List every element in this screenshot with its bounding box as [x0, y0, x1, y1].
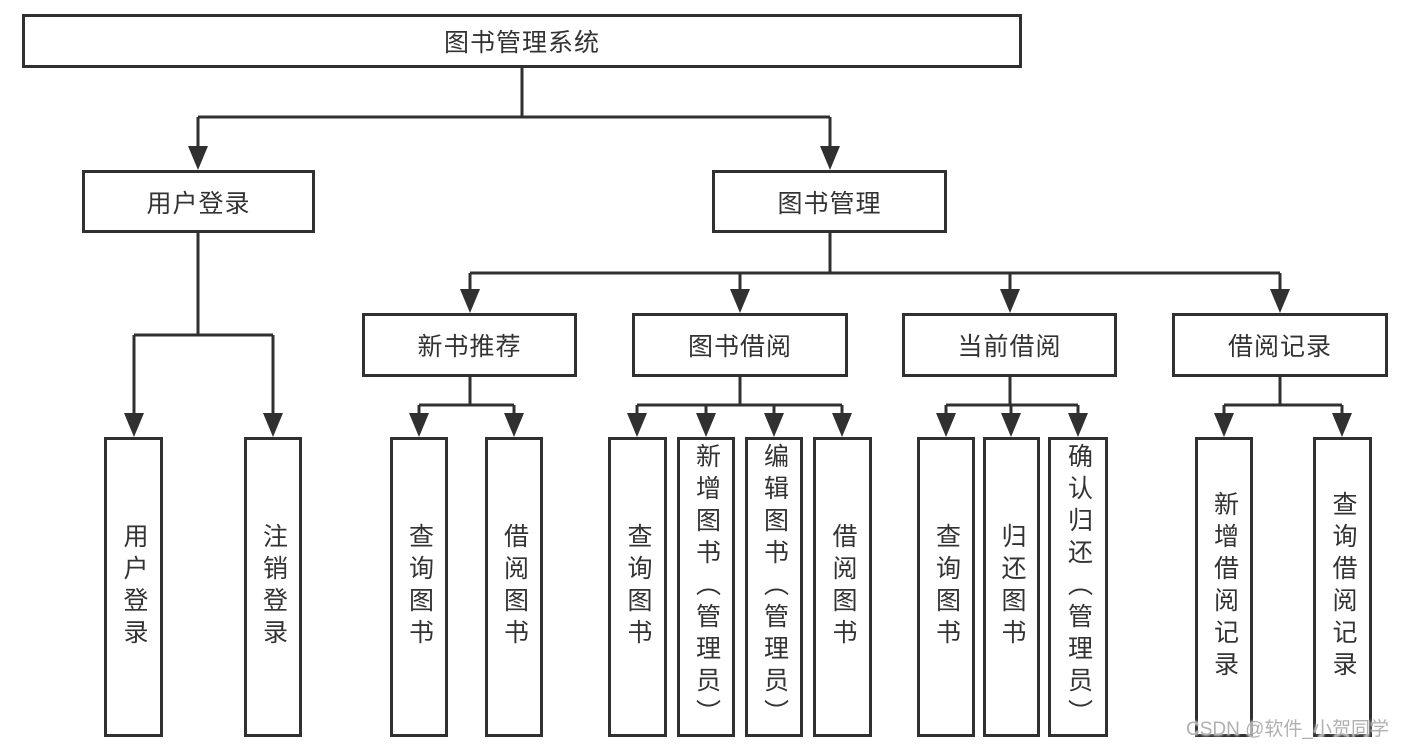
arrowhead-icon [764, 413, 784, 437]
arrowhead-icon [124, 413, 144, 437]
arrowheads [124, 146, 1352, 437]
csdn-watermark: CSDN @软件_小贺同学 [1186, 719, 1389, 740]
arrowhead-icon [627, 413, 647, 437]
node-current-borrow: 当前借阅 [902, 313, 1117, 377]
leaf-query-books-2: 查询图书 [608, 437, 667, 737]
node-book-borrow: 图书借阅 [632, 313, 848, 377]
arrowhead-icon [730, 289, 750, 313]
node-user-login: 用户登录 [82, 170, 315, 233]
arrowhead-icon [188, 146, 208, 170]
leaf-logout: 注销登录 [244, 437, 302, 737]
node-new-book-recommend: 新书推荐 [362, 313, 577, 377]
arrowhead-icon [1068, 413, 1088, 437]
node-book-management: 图书管理 [712, 170, 947, 233]
leaf-add-books-admin: 新增图书（管理员） [677, 437, 735, 737]
arrowhead-icon [832, 413, 852, 437]
leaf-add-borrow-record: 新增借阅记录 [1195, 437, 1253, 737]
leaf-query-books-1: 查询图书 [390, 437, 448, 737]
arrowhead-icon [936, 413, 956, 437]
arrowhead-icon [1214, 413, 1234, 437]
arrowhead-icon [409, 413, 429, 437]
connector-paths [132, 68, 1344, 416]
arrowhead-icon [263, 413, 283, 437]
arrowhead-icon [504, 413, 524, 437]
leaf-query-books-3: 查询图书 [917, 437, 975, 737]
arrowhead-icon [1000, 289, 1020, 313]
leaf-confirm-return-admin: 确认归还（管理员） [1048, 437, 1108, 737]
arrowhead-icon [820, 146, 840, 170]
leaf-borrow-books-2: 借阅图书 [813, 437, 872, 737]
arrowhead-icon [1332, 413, 1352, 437]
leaf-query-borrow-record: 查询借阅记录 [1313, 437, 1372, 737]
arrowhead-icon [460, 289, 480, 313]
arrowhead-icon [1270, 289, 1290, 313]
leaf-user-login: 用户登录 [104, 437, 163, 737]
node-library-management-system: 图书管理系统 [22, 14, 1022, 68]
node-borrow-records: 借阅记录 [1172, 313, 1388, 377]
leaf-edit-books-admin: 编辑图书（管理员） [745, 437, 803, 737]
arrowhead-icon [1001, 413, 1021, 437]
arrowhead-icon [696, 413, 716, 437]
leaf-borrow-books-1: 借阅图书 [485, 437, 543, 737]
leaf-return-books: 归还图书 [983, 437, 1040, 737]
